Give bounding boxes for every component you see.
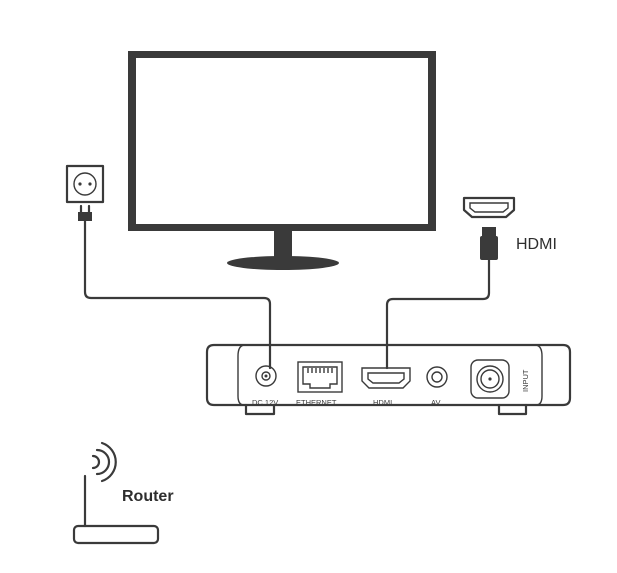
box-hdmi-port	[361, 367, 411, 389]
ethernet-port-label: ETHERNET	[296, 398, 337, 407]
hdmi-cable	[385, 258, 491, 370]
set-top-box-icon: DC 12V ETHERNET HDMI AV INPUT	[205, 343, 572, 416]
hdmi-plug-icon	[480, 227, 498, 260]
ethernet-port	[297, 361, 343, 393]
router-callout-label: Router	[122, 488, 174, 505]
input-port-label: INPUT	[521, 369, 530, 392]
rf-input-port	[470, 359, 510, 399]
wifi-waves-icon	[91, 441, 117, 483]
av-port-label: AV	[431, 398, 440, 407]
hdmi-callout-label: HDMI	[516, 236, 557, 253]
power-cable	[83, 219, 272, 370]
av-port	[426, 366, 448, 388]
power-socket-icon	[65, 164, 105, 204]
dc-port	[255, 365, 277, 387]
hdmi-port-icon	[462, 196, 516, 219]
router-icon	[72, 474, 160, 545]
dc-port-label: DC 12V	[252, 398, 278, 407]
tv-icon	[128, 51, 436, 270]
power-plug-icon	[78, 204, 92, 221]
hdmi-port-label: HDMI	[373, 398, 392, 407]
